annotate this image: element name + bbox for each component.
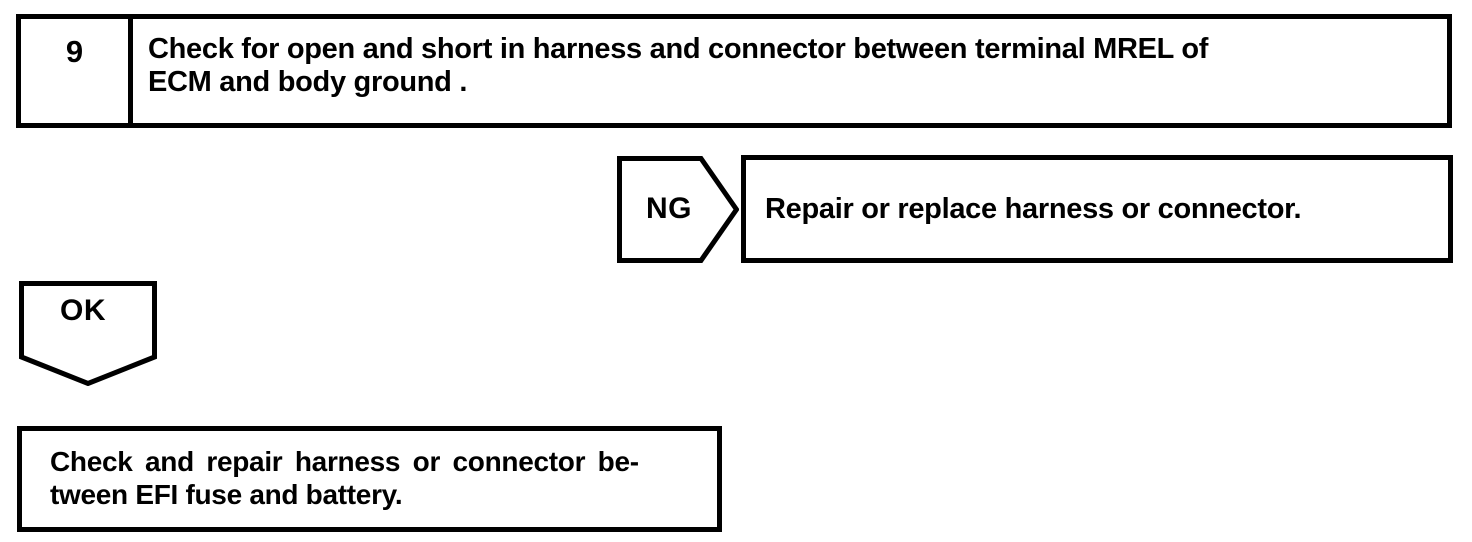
ng-result-text: Repair or replace harness or connector.: [765, 192, 1302, 225]
ng-label: NG: [646, 192, 692, 225]
step-instruction-line: ECM and body ground .: [148, 66, 468, 98]
step-number-cell: 9: [21, 19, 133, 123]
ok-result-box: Check and repair harness or connector be…: [17, 426, 722, 532]
pentagon-right-icon: [617, 156, 739, 263]
step-number: 9: [65, 34, 84, 69]
ok-label: OK: [60, 294, 106, 327]
step-instruction: Check for open and short in harness and …: [133, 19, 1447, 123]
ok-result-line: Check and repair harness or connector be…: [50, 446, 639, 477]
pentagon-down-icon: [19, 281, 157, 386]
ng-result-box: Repair or replace harness or connector.: [741, 155, 1453, 263]
ok-result-line: tween EFI fuse and battery.: [50, 479, 403, 510]
step-instruction-line: Check for open and short in harness and …: [148, 33, 1209, 65]
ng-connector: NG: [617, 156, 739, 263]
ok-connector: OK: [19, 281, 157, 386]
step-box: 9 Check for open and short in harness an…: [16, 14, 1452, 128]
